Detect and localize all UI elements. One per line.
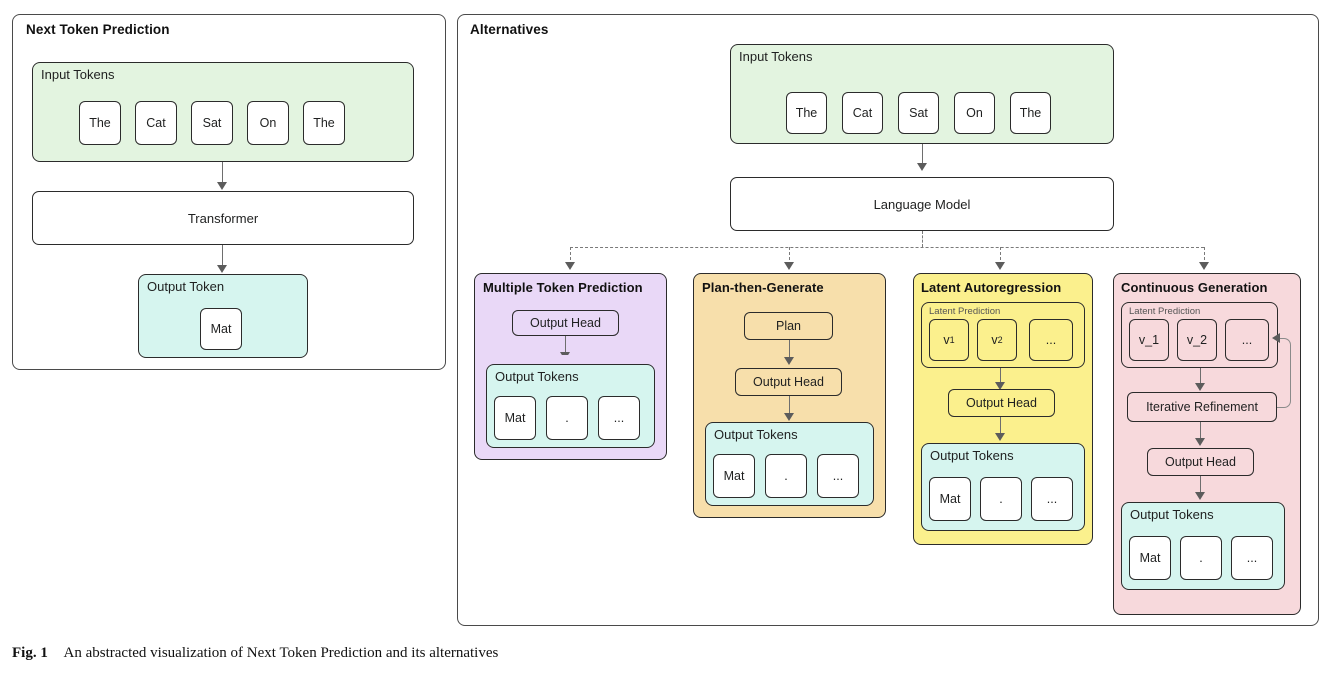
cg-latent-prediction-label: Latent Prediction: [1129, 306, 1201, 317]
arrowhead-branch-col4: [1199, 262, 1209, 270]
arrowhead-ptg-head-to-tokens: [784, 413, 794, 421]
cg-output-token-chip: Mat: [1129, 536, 1171, 580]
arrow-cg-refinement-to-head: [1200, 422, 1201, 441]
arrowhead-lar-head-to-tokens: [995, 433, 1005, 441]
right-input-token-chip: On: [954, 92, 995, 134]
dashed-bus-stem: [922, 231, 923, 247]
cg-feedback-loop: [1277, 338, 1291, 408]
right-input-token-chip: The: [1010, 92, 1051, 134]
arrow-cg-head-to-tokens: [1200, 476, 1201, 495]
ptg-output-token-chip: .: [765, 454, 807, 498]
ptg-output-head: Output Head: [735, 368, 842, 396]
left-input-token-chip: The: [79, 101, 121, 145]
left-output-token-label: Output Token: [147, 279, 225, 294]
mtp-output-tokens-label: Output Tokens: [495, 369, 579, 384]
arrowhead-ptg-plan-to-head: [784, 357, 794, 365]
lar-output-token-chip: .: [980, 477, 1022, 521]
right-input-token-chip: Sat: [898, 92, 939, 134]
right-input-token-chip: The: [786, 92, 827, 134]
arrow-lar-head-to-tokens: [1000, 417, 1001, 436]
left-output-token-chip: Mat: [200, 308, 242, 350]
arrow-ptg-plan-to-head: [789, 340, 790, 360]
arrowhead-branch-col3: [995, 262, 1005, 270]
ptg-output-token-chip: ...: [817, 454, 859, 498]
dashed-branch-col4: [1204, 247, 1205, 265]
arrowhead-lar-latent-to-head: [995, 382, 1005, 390]
figure-caption: Fig. 1 An abstracted visualization of Ne…: [12, 645, 498, 662]
dashed-branch-col2: [789, 247, 790, 265]
lar-output-head: Output Head: [948, 389, 1055, 417]
dashed-branch-col1: [570, 247, 571, 265]
ptg-output-tokens-label: Output Tokens: [714, 427, 798, 442]
arrowhead-cg-refinement-to-head: [1195, 438, 1205, 446]
arrow-ptg-head-to-tokens: [789, 396, 790, 416]
left-input-tokens-label: Input Tokens: [41, 67, 115, 82]
lar-output-token-chip: ...: [1031, 477, 1073, 521]
dashed-bus-rail: [570, 247, 1204, 248]
cg-iterative-refinement: Iterative Refinement: [1127, 392, 1277, 422]
cg-latent-chip: v_2: [1177, 319, 1217, 361]
right-input-tokens-label: Input Tokens: [739, 49, 813, 64]
arrowhead-left-input-to-model: [217, 182, 227, 190]
arrowhead-left-model-to-output: [217, 265, 227, 273]
cg-latent-chip: ...: [1225, 319, 1269, 361]
mtp-output-token-chip: .: [546, 396, 588, 440]
arrow-mtp-head-to-tokens: [565, 336, 566, 354]
column-title-continuous-generation: Continuous Generation: [1121, 280, 1268, 295]
arrow-left-model-to-output: [222, 245, 223, 268]
panel-title-next-token-prediction: Next Token Prediction: [26, 22, 170, 37]
left-input-token-chip: On: [247, 101, 289, 145]
arrow-cg-latent-to-refinement: [1200, 368, 1201, 386]
column-title-plan-then-generate: Plan-then-Generate: [702, 280, 824, 295]
left-model-box: Transformer: [32, 191, 414, 245]
arrowhead-cg-head-to-tokens: [1195, 492, 1205, 500]
panel-title-alternatives: Alternatives: [470, 22, 549, 37]
left-input-token-chip: Sat: [191, 101, 233, 145]
cg-output-token-chip: .: [1180, 536, 1222, 580]
cg-output-token-chip: ...: [1231, 536, 1273, 580]
arrow-right-input-to-model: [922, 144, 923, 166]
cg-latent-chip: v_1: [1129, 319, 1169, 361]
left-input-token-chip: Cat: [135, 101, 177, 145]
lar-latent-chip: ...: [1029, 319, 1073, 361]
column-title-latent-autoregression: Latent Autoregression: [921, 280, 1062, 295]
column-title-multiple-token-prediction: Multiple Token Prediction: [483, 280, 643, 295]
mtp-output-token-chip: ...: [598, 396, 640, 440]
right-input-token-chip: Cat: [842, 92, 883, 134]
lar-latent-prediction-label: Latent Prediction: [929, 306, 1001, 317]
figure-caption-label: Fig. 1: [12, 645, 48, 661]
lar-output-token-chip: Mat: [929, 477, 971, 521]
ptg-plan-node: Plan: [744, 312, 833, 340]
arrowhead-cg-feedback-loop: [1272, 333, 1280, 343]
ptg-output-token-chip: Mat: [713, 454, 755, 498]
mtp-output-token-chip: Mat: [494, 396, 536, 440]
left-input-token-chip: The: [303, 101, 345, 145]
arrowhead-right-input-to-model: [917, 163, 927, 171]
arrowhead-branch-col2: [784, 262, 794, 270]
mtp-output-head: Output Head: [512, 310, 619, 336]
arrowhead-cg-latent-to-refinement: [1195, 383, 1205, 391]
figure-caption-text: An abstracted visualization of Next Toke…: [63, 645, 499, 661]
dashed-branch-col3: [1000, 247, 1001, 265]
arrow-left-input-to-model: [222, 162, 223, 185]
cg-output-tokens-label: Output Tokens: [1130, 507, 1214, 522]
lar-output-tokens-label: Output Tokens: [930, 448, 1014, 463]
arrow-lar-latent-to-head: [1000, 368, 1001, 385]
right-model-box: Language Model: [730, 177, 1114, 231]
arrowhead-branch-col1: [565, 262, 575, 270]
cg-output-head: Output Head: [1147, 448, 1254, 476]
